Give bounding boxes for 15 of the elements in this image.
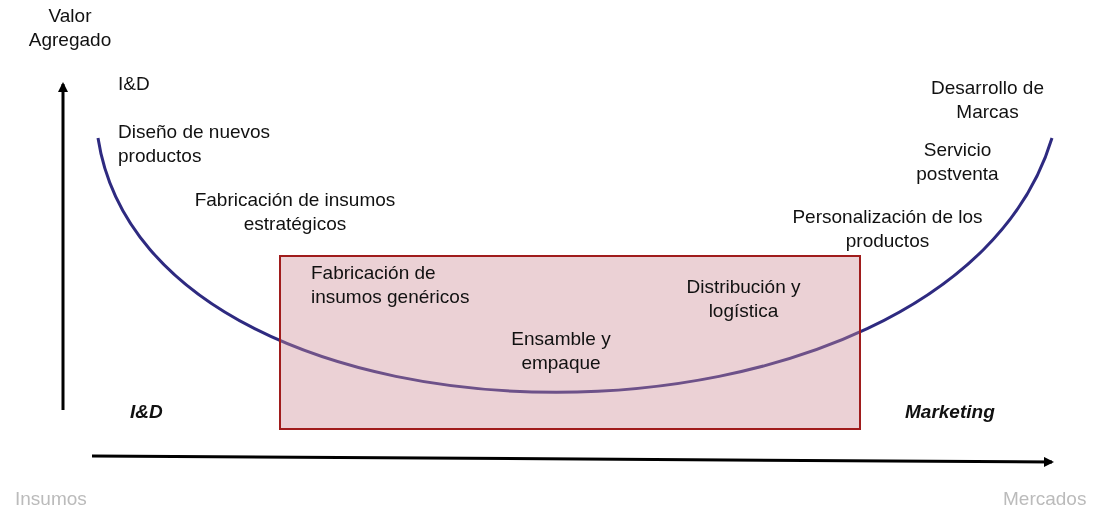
stage-label: Fabricación de insumos genéricos — [311, 261, 471, 309]
stage-label: Desarrollo de Marcas — [930, 76, 1045, 124]
axis-title: Valor Agregado — [27, 4, 113, 52]
stage-label: Fabricación de insumos estratégicos — [193, 188, 397, 236]
stage-label: I&D — [118, 72, 151, 96]
axis-end-label: I&D — [130, 400, 164, 424]
highlight-box — [279, 255, 861, 430]
stage-label: Personalización de los productos — [791, 205, 984, 253]
stage-label: Servicio postventa — [915, 138, 1000, 186]
stage-label: Ensamble y empaque — [510, 327, 612, 375]
axis-end-label: Insumos — [15, 487, 88, 510]
axis-end-label: Mercados — [1003, 487, 1088, 510]
axis-end-label: Marketing — [905, 400, 996, 424]
stage-label: Distribución y logística — [685, 275, 802, 323]
stage-label: Diseño de nuevos productos — [118, 120, 272, 168]
